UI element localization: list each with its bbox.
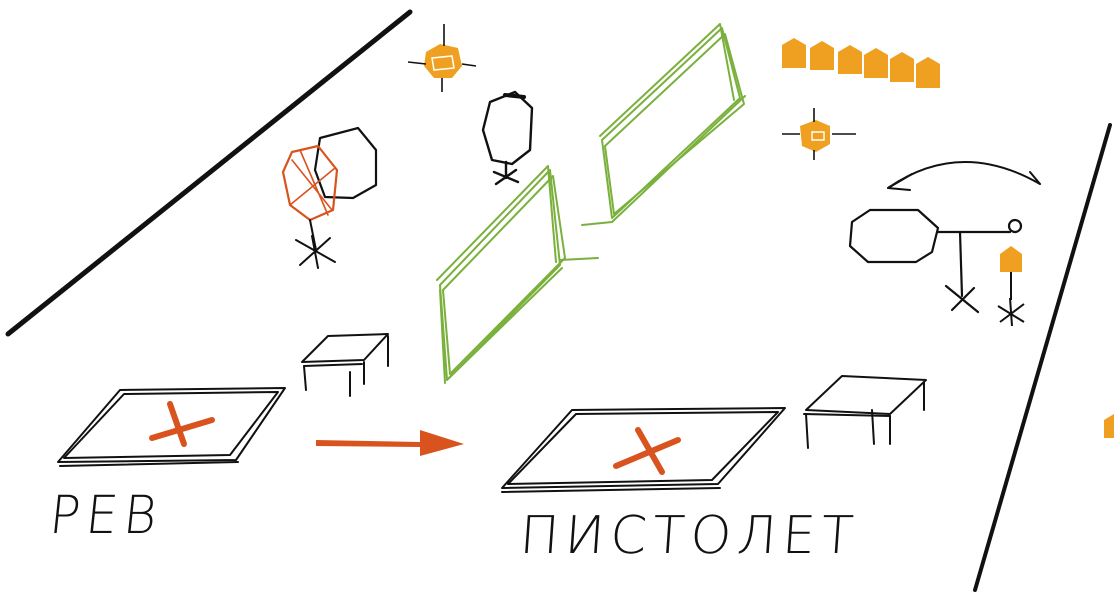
- cross-mark-icon: [149, 401, 215, 447]
- target-icon: [407, 24, 477, 92]
- target-stand-right: [848, 208, 1023, 314]
- target-stand-left: [281, 126, 378, 269]
- curved-arrow: [887, 161, 1041, 191]
- house-marker-row: [782, 38, 940, 88]
- arrow-right-icon: [316, 430, 464, 456]
- cross-mark-icon: [613, 427, 681, 475]
- right-boundary-line: [973, 123, 1112, 592]
- target-icon: [782, 108, 856, 160]
- table-right: [803, 375, 927, 449]
- left-boundary-line: [5, 9, 413, 337]
- wall-right: [581, 23, 746, 226]
- target-stand-middle: [481, 90, 534, 186]
- shooting-mat-right: [501, 407, 786, 493]
- table-left: [301, 333, 389, 397]
- house-marker-icon: [1104, 414, 1114, 438]
- station-label-right: ПИСТОЛЕТ: [517, 506, 862, 566]
- station-label-left: РЕВ: [46, 484, 166, 546]
- house-marker-icon: [997, 246, 1025, 327]
- wall-left: [436, 165, 599, 384]
- shooting-mat-left: [57, 387, 286, 467]
